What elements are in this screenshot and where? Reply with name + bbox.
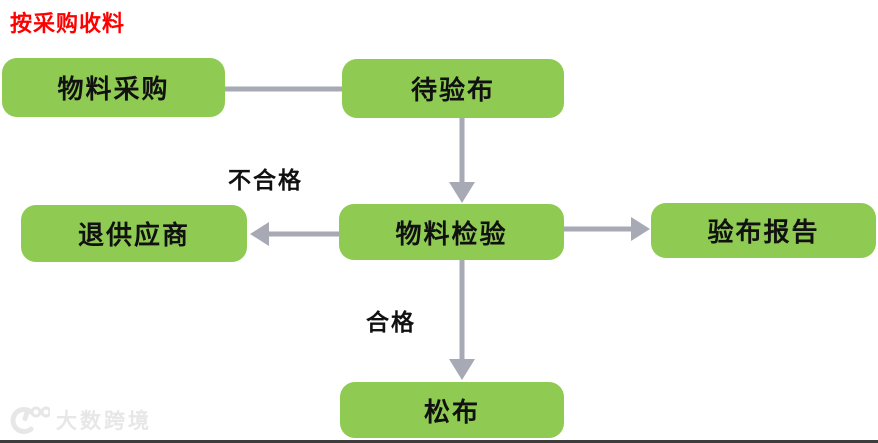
watermark: 大数跨境	[10, 405, 152, 435]
node-cloth-inspection-report: 验布报告	[651, 203, 876, 258]
page-title: 按采购收料	[10, 11, 126, 36]
node-label: 退供应商	[77, 220, 190, 250]
bottom-edge-bar	[0, 440, 878, 443]
edge-label-fail: 不合格	[228, 167, 303, 193]
node-label: 松布	[423, 396, 480, 427]
edge-label-pass: 合格	[366, 309, 416, 335]
node-loosen-cloth: 松布	[340, 382, 564, 438]
edge-inspection-to-return-arrow	[250, 222, 339, 246]
node-label: 待验布	[410, 75, 495, 105]
node-label: 验布报告	[707, 217, 820, 247]
node-material-purchase: 物料采购	[2, 58, 225, 117]
node-label: 物料采购	[57, 74, 170, 104]
node-material-inspection: 物料检验	[339, 204, 564, 260]
watermark-logo-icon	[10, 406, 50, 434]
watermark-text: 大数跨境	[56, 410, 152, 433]
node-return-to-supplier: 退供应商	[21, 205, 247, 262]
edge-inspection-to-report-arrow	[564, 217, 650, 241]
node-label: 物料检验	[395, 218, 508, 249]
edge-pending-to-inspection-arrow	[449, 118, 475, 203]
edge-inspection-to-loosen-arrow	[449, 260, 475, 380]
node-cloth-pending-inspection: 待验布	[342, 59, 564, 118]
